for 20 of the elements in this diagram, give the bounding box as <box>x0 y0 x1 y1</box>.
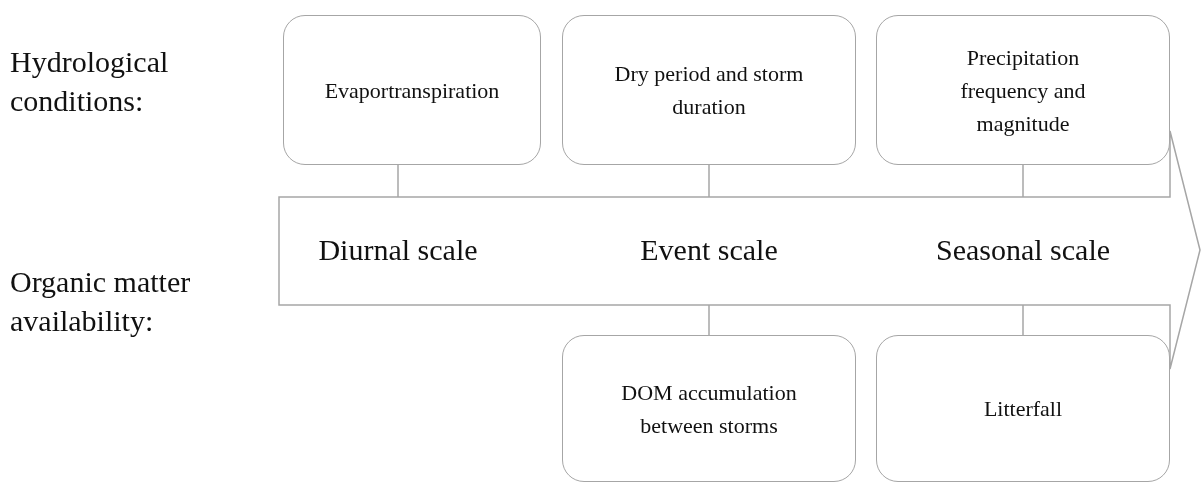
scale-label: Diurnal scale <box>318 233 478 267</box>
box-text: Dry period and storm duration <box>613 60 805 121</box>
connector-line <box>1022 164 1024 198</box>
connector-line <box>708 304 710 336</box>
box-text: Evaportranspiration <box>323 76 501 105</box>
rounded-box <box>562 335 856 482</box>
rounded-box <box>876 335 1170 482</box>
scale-label: Event scale <box>640 233 778 267</box>
connector-line <box>708 164 710 198</box>
box-text: Litterfall <box>982 395 1064 423</box>
connector-line <box>397 164 399 198</box>
connector-line <box>1022 304 1024 336</box>
rounded-box <box>562 15 856 165</box>
rounded-box <box>283 15 541 165</box>
row-label: Organic matter availability: <box>10 264 192 339</box>
rounded-box <box>876 15 1170 165</box>
row-label: Hydrological conditions: <box>10 44 170 119</box>
box-text: DOM accumulation between storms <box>620 378 798 440</box>
scale-label: Seasonal scale <box>935 233 1111 267</box>
box-text: Precipitation frequency and magnitude <box>959 43 1087 138</box>
